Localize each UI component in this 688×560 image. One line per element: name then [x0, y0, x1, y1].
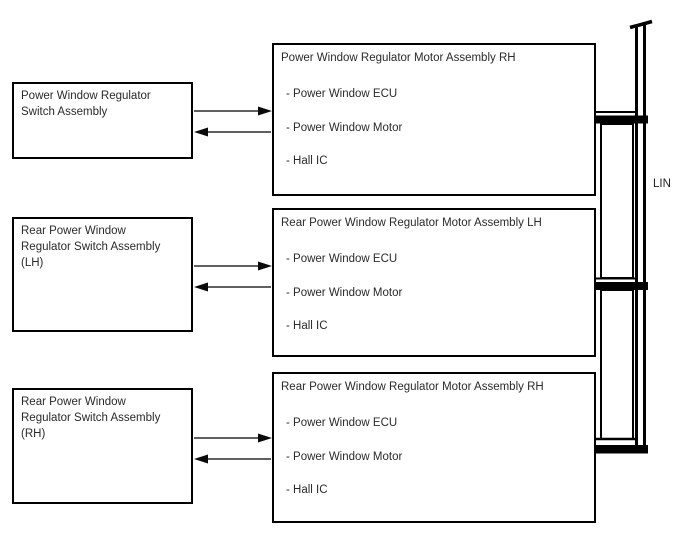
motor-box-front-rh: Power Window Regulator Motor Assembly RH…: [272, 43, 596, 196]
arrow-switch-to-motor-rear-lh: [194, 261, 272, 271]
arrow-motor-to-switch-rear-rh: [194, 454, 271, 464]
box-title-line: (RH): [21, 428, 46, 440]
lin-bus-junction-rear-lh: [594, 277, 648, 290]
arrow-switch-to-motor-rear-rh: [194, 433, 272, 443]
lin-bus-junction-front-rh: [594, 111, 648, 124]
component-item: - Hall IC: [286, 155, 328, 167]
component-item: - Power Window ECU: [286, 417, 398, 429]
box-title-line: Regulator Switch Assembly: [21, 412, 161, 424]
component-item: - Power Window Motor: [286, 122, 403, 134]
arrow-motor-to-switch-rear-lh: [194, 282, 271, 292]
component-item: - Power Window Motor: [286, 451, 403, 463]
lin-bus-junction-rear-rh: [596, 437, 648, 454]
lin-bus-cap: [629, 19, 653, 30]
motor-box-rear-lh: Rear Power Window Regulator Motor Assemb…: [272, 208, 596, 357]
motor-box-rear-rh: Rear Power Window Regulator Motor Assemb…: [272, 372, 596, 523]
arrow-switch-to-motor-front: [194, 106, 272, 116]
box-title-line: Regulator Switch Assembly: [21, 241, 161, 253]
lin-bus-label: LIN: [653, 178, 671, 190]
box-title-line: Rear Power Window: [21, 225, 126, 237]
box-title-line: Switch Assembly: [21, 106, 108, 118]
switch-box-front: Power Window Regulator Switch Assembly: [12, 82, 193, 159]
lin-bus-trunk: [629, 19, 653, 452]
component-item: - Hall IC: [286, 320, 328, 332]
box-title-line: Power Window Regulator: [21, 90, 151, 102]
lin-bus-loop: [600, 123, 634, 440]
component-item: - Power Window ECU: [286, 88, 398, 100]
switch-box-rear-lh: Rear Power Window Regulator Switch Assem…: [12, 217, 193, 332]
arrow-motor-to-switch-front: [194, 127, 271, 137]
switch-box-rear-rh: Rear Power Window Regulator Switch Assem…: [12, 388, 193, 504]
component-item: - Power Window ECU: [286, 253, 398, 265]
box-title: Power Window Regulator Motor Assembly RH: [281, 52, 516, 64]
box-title: Rear Power Window Regulator Motor Assemb…: [281, 217, 542, 229]
component-item: - Hall IC: [286, 484, 328, 496]
box-title: Rear Power Window Regulator Motor Assemb…: [281, 381, 544, 393]
box-title-line: Rear Power Window: [21, 396, 126, 408]
component-item: - Power Window Motor: [286, 287, 403, 299]
box-title-line: (LH): [21, 257, 44, 269]
